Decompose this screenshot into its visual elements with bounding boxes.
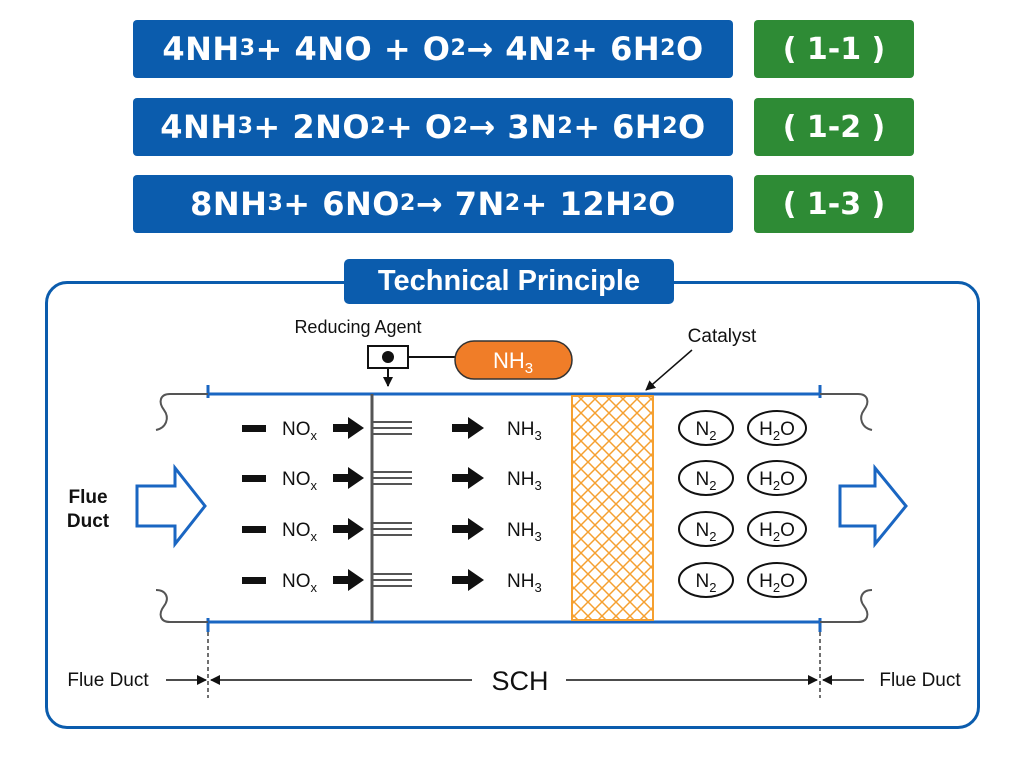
flow-arrow-icon [452, 518, 484, 540]
nox-dash-icon [242, 526, 266, 533]
reducing-agent-label: Reducing Agent [294, 317, 421, 337]
bottom-center-label: SCH [491, 666, 548, 696]
flow-arrow-icon [452, 569, 484, 591]
outlet-arrow-icon [838, 463, 908, 549]
nh3-label: NH3 [507, 469, 542, 493]
flow-arrow-icon [452, 417, 484, 439]
nh3-tank-label: NH3 [493, 348, 533, 377]
nox-dash-icon [242, 577, 266, 584]
h2o-label: H2O [759, 520, 795, 544]
flow-arrow-icon [333, 417, 364, 439]
n2-label: N2 [696, 571, 717, 595]
nh3-label: NH3 [507, 419, 542, 443]
flow-arrow-icon [333, 518, 364, 540]
n2-bubble [678, 410, 734, 446]
flow-arrow-icon [452, 467, 484, 489]
n2-label: N2 [696, 520, 717, 544]
nox-label: NOx [282, 520, 318, 544]
n2-label: N2 [696, 419, 717, 443]
h2o-label: H2O [759, 469, 795, 493]
bottom-right-label: Flue Duct [879, 670, 961, 691]
h2o-bubble [747, 460, 807, 496]
n2-label: N2 [696, 469, 717, 493]
flow-arrow-icon [333, 569, 364, 591]
h2o-bubble [747, 410, 807, 446]
h2o-label: H2O [759, 419, 795, 443]
nh3-label: NH3 [507, 520, 542, 544]
n2-bubble [678, 562, 734, 598]
nox-dash-icon [242, 475, 266, 482]
h2o-bubble [747, 562, 807, 598]
n2-bubble [678, 511, 734, 547]
nh3-label: NH3 [507, 571, 542, 595]
flow-arrow-icon [333, 467, 364, 489]
nox-label: NOx [282, 571, 318, 595]
h2o-label: H2O [759, 571, 795, 595]
inlet-arrow-icon [135, 463, 207, 549]
h2o-bubble [747, 511, 807, 547]
nox-label: NOx [282, 469, 318, 493]
bottom-left-label: Flue Duct [67, 670, 149, 691]
equation-number-1-3: ( 1-3 ) [754, 175, 914, 233]
inlet-label-line1: Flue [68, 487, 107, 508]
nh3-tank [454, 340, 573, 380]
catalyst-label: Catalyst [688, 326, 757, 347]
equation-number-1-2: ( 1-2 ) [754, 98, 914, 156]
nox-dash-icon [242, 425, 266, 432]
equation-number-1-1: ( 1-1 ) [754, 20, 914, 78]
panel-title: Technical Principle [344, 259, 674, 304]
catalyst-bed [571, 395, 654, 621]
inlet-label-line2: Duct [67, 511, 110, 532]
nox-label: NOx [282, 419, 318, 443]
n2-bubble [678, 460, 734, 496]
